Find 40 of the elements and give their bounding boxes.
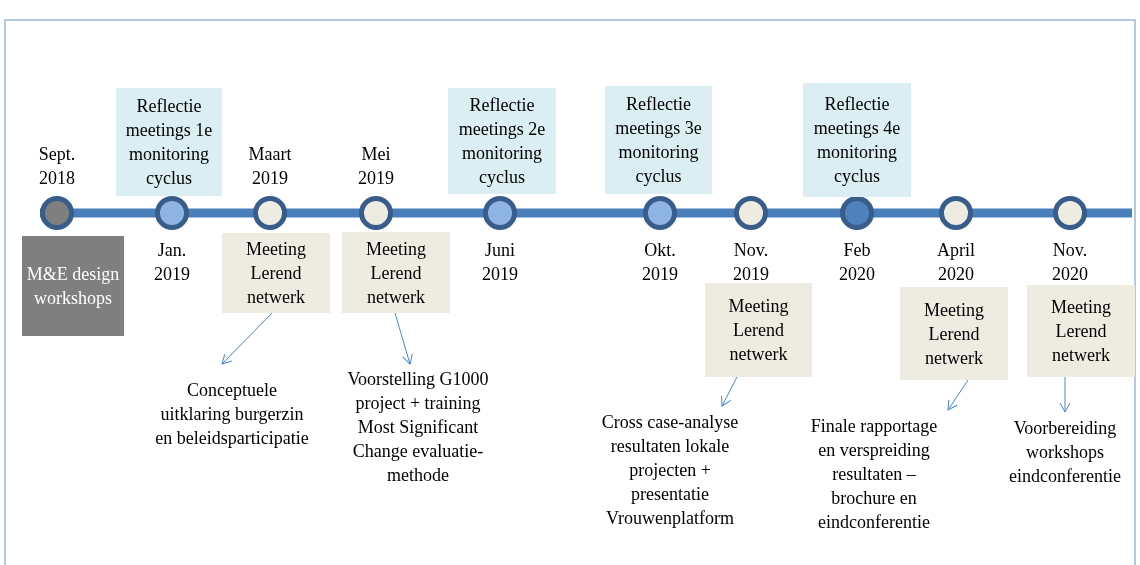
date-label: Nov. 2019 — [732, 239, 770, 286]
reflection-box: Reflectie meetings 3e monitoring cyclus — [605, 86, 712, 194]
milestone-circle — [253, 196, 287, 230]
milestone-circle — [939, 196, 973, 230]
milestone-circle — [734, 196, 768, 230]
workshop-box: M&E design workshops — [22, 236, 124, 336]
reflection-box: Reflectie meetings 1e monitoring cyclus — [116, 88, 222, 196]
description-text: Voorbereiding workshops eindconferentie — [995, 414, 1135, 490]
milestone-circle — [359, 196, 393, 230]
description-text: Finale rapportage en verspreiding resultaten – brochure en eindconferentie — [800, 412, 948, 536]
milestone-circle — [40, 196, 74, 230]
meeting-box: Meeting Lerend netwerk — [1027, 285, 1135, 377]
milestone-circle — [643, 196, 677, 230]
arrow — [1059, 376, 1071, 413]
meeting-box: Meeting Lerend netwerk — [342, 232, 450, 313]
arrow — [947, 379, 969, 411]
description-text: Conceptuele uitklaring burgerzin en beleidsparticipatie — [150, 366, 314, 462]
date-label: Juni 2019 — [481, 239, 519, 286]
meeting-box: Meeting Lerend netwerk — [222, 233, 330, 313]
reflection-box: Reflectie meetings 2e monitoring cyclus — [448, 88, 556, 194]
date-label: Okt. 2019 — [641, 239, 679, 286]
reflection-box: Reflectie meetings 4e monitoring cyclus — [803, 83, 911, 197]
date-label: Nov. 2020 — [1051, 239, 1089, 286]
milestone-circle — [840, 196, 874, 230]
date-label: April 2020 — [936, 239, 976, 286]
date-label: Feb 2020 — [838, 239, 876, 286]
date-label: Sept. 2018 — [37, 143, 77, 190]
meeting-box: Meeting Lerend netwerk — [900, 287, 1008, 380]
milestone-circle — [483, 196, 517, 230]
date-label: Jan. 2019 — [153, 239, 191, 286]
date-label: Mei 2019 — [357, 143, 395, 190]
description-text: Cross case-analyse resultaten lokale projecten + presentatie Vrouwenplatform — [585, 408, 755, 532]
meeting-box: Meeting Lerend netwerk — [705, 283, 812, 377]
arrow — [221, 312, 273, 365]
date-label: Maart 2019 — [247, 143, 293, 190]
arrow — [721, 376, 738, 407]
description-text: Voorstelling G1000 project + training Most Significant Change evaluatie-methode — [335, 366, 501, 488]
milestone-circle — [155, 196, 189, 230]
milestone-circle — [1053, 196, 1087, 230]
arrow — [394, 312, 413, 365]
